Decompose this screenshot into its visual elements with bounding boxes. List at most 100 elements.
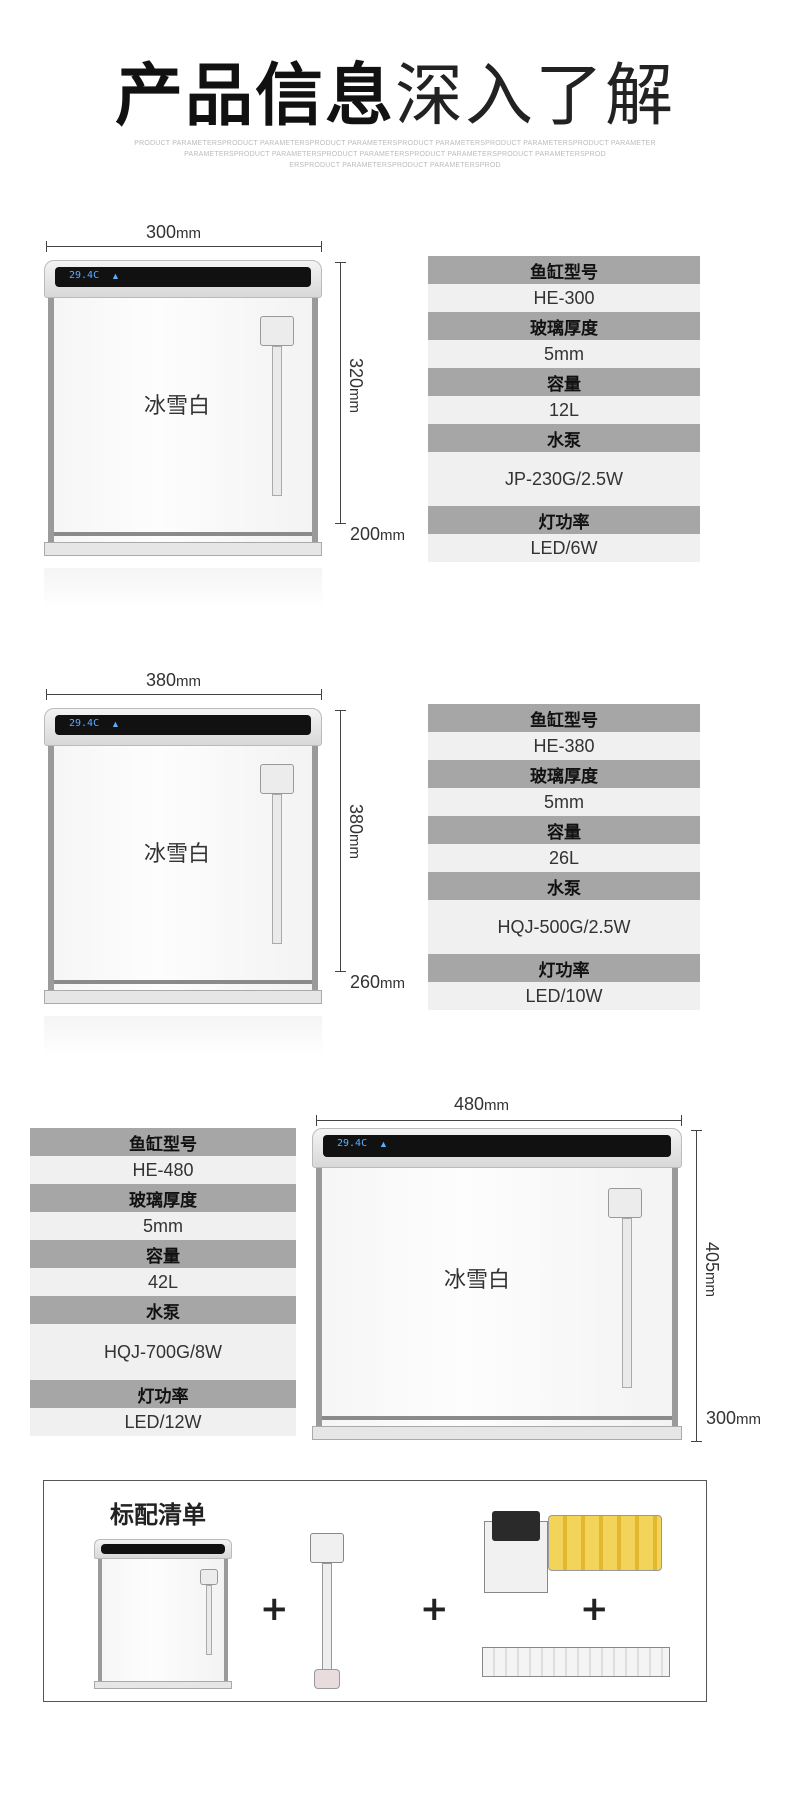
spec-label: 容量	[30, 1240, 296, 1268]
spec-value: HQJ-500G/2.5W	[428, 900, 700, 954]
tank-reflection	[44, 1016, 322, 1056]
title-light: 深入了解	[395, 57, 676, 136]
tank-lid: 29.4C ▲	[312, 1128, 682, 1168]
pump-head	[260, 764, 294, 794]
lid-display: 29.4C ▲	[55, 267, 311, 287]
tank-base	[312, 1426, 682, 1440]
tank-base	[44, 990, 322, 1004]
pump-suction	[314, 1669, 340, 1689]
pump-pipe	[206, 1585, 212, 1655]
height-dimension-label: 320mm	[346, 358, 366, 414]
subtitle-line-2: PARAMETERSPRODUCT PARAMETERSPRODUCT PARA…	[184, 151, 606, 158]
tank-bottom-frame	[322, 1416, 672, 1420]
spec-label: 玻璃厚度	[428, 312, 700, 340]
title-bold: 产品信息	[114, 57, 395, 136]
height-dimension-line	[335, 262, 346, 524]
spec-value: 5mm	[30, 1212, 296, 1240]
package-list-title: 标配清单	[110, 1501, 206, 1529]
spec-label: 灯功率	[30, 1380, 296, 1408]
aquarium-tank-image: 29.4C ▲ 冰雪白	[44, 260, 322, 608]
spec-value: LED/12W	[30, 1408, 296, 1436]
width-dimension-line	[46, 689, 322, 700]
spec-value: 5mm	[428, 788, 700, 816]
depth-dimension-label: 260mm	[350, 972, 406, 992]
plus-sign: +	[420, 1589, 449, 1629]
width-dimension-label: 380mm	[146, 670, 202, 690]
pump-pipe	[622, 1218, 632, 1388]
pump-head	[260, 316, 294, 346]
spec-table: 鱼缸型号 HE-300 玻璃厚度 5mm 容量 12L 水泵 JP-230G/2…	[428, 256, 700, 562]
tank-reflection	[44, 568, 322, 608]
lid-display	[101, 1544, 225, 1554]
pump-pipe	[272, 346, 282, 496]
pump-pipe	[272, 794, 282, 944]
spec-label: 容量	[428, 816, 700, 844]
spec-label: 水泵	[428, 424, 700, 452]
plus-sign: +	[260, 1589, 289, 1629]
spec-label: 水泵	[428, 872, 700, 900]
lid-display: 29.4C ▲	[55, 715, 311, 735]
spec-label: 鱼缸型号	[428, 704, 700, 732]
tank-lid: 29.4C ▲	[44, 708, 322, 746]
tank-base	[94, 1681, 232, 1689]
spec-label: 灯功率	[428, 506, 700, 534]
tank-base	[44, 542, 322, 556]
aquarium-tank-image: 29.4C ▲ 冰雪白	[312, 1128, 682, 1440]
tank-lid	[94, 1539, 232, 1559]
temperature-readout: 29.4C	[69, 718, 100, 729]
spec-value: LED/10W	[428, 982, 700, 1010]
spec-value: 5mm	[428, 340, 700, 368]
aquarium-tank-image: 29.4C ▲ 冰雪白	[44, 708, 322, 1056]
height-dimension-line	[691, 1130, 702, 1442]
depth-dimension-label: 200mm	[350, 524, 406, 544]
color-name: 冰雪白	[144, 394, 211, 419]
spec-value: 26L	[428, 844, 700, 872]
package-led-light-image	[482, 1647, 670, 1677]
spec-value: 42L	[30, 1268, 296, 1296]
package-filter-image	[484, 1511, 664, 1593]
pump-head	[608, 1188, 642, 1218]
water-drop-icon: ▲	[111, 719, 120, 729]
spec-value: HQJ-700G/8W	[30, 1324, 296, 1380]
color-name: 冰雪白	[144, 842, 211, 867]
temperature-readout: 29.4C	[69, 270, 100, 281]
height-dimension-label: 380mm	[346, 804, 366, 860]
spec-label: 容量	[428, 368, 700, 396]
depth-dimension-label: 300mm	[706, 1408, 762, 1428]
spec-label: 水泵	[30, 1296, 296, 1324]
width-dimension-label: 300mm	[146, 222, 202, 242]
page-title: 产品信息深入了解	[0, 40, 790, 139]
color-name: 冰雪白	[444, 1268, 511, 1293]
width-dimension-label: 480mm	[454, 1094, 510, 1114]
water-drop-icon: ▲	[111, 271, 120, 281]
filter-lid	[492, 1511, 540, 1541]
spec-label: 玻璃厚度	[30, 1184, 296, 1212]
spec-value: 12L	[428, 396, 700, 424]
water-drop-icon: ▲	[379, 1139, 388, 1149]
filter-media	[548, 1515, 662, 1571]
spec-table: 鱼缸型号 HE-380 玻璃厚度 5mm 容量 26L 水泵 HQJ-500G/…	[428, 704, 700, 1010]
package-tank-image	[94, 1539, 232, 1689]
subtitle-line-1: PRODUCT PARAMETERSPRODUCT PARAMETERSPROD…	[134, 140, 656, 147]
lid-display: 29.4C ▲	[323, 1135, 671, 1157]
package-list-box: 标配清单 + + +	[43, 1480, 707, 1702]
subtitle-line-3: ERSPRODUCT PARAMETERSPRODUCT PARAMETERSP…	[289, 162, 501, 169]
spec-table: 鱼缸型号 HE-480 玻璃厚度 5mm 容量 42L 水泵 HQJ-700G/…	[30, 1128, 296, 1436]
height-dimension-label: 405mm	[702, 1242, 722, 1298]
temperature-readout: 29.4C	[337, 1138, 368, 1149]
spec-label: 玻璃厚度	[428, 760, 700, 788]
width-dimension-line	[316, 1115, 682, 1126]
spec-value: HE-480	[30, 1156, 296, 1184]
pump-head	[200, 1569, 218, 1585]
pump-pipe	[322, 1563, 332, 1673]
spec-label: 鱼缸型号	[428, 256, 700, 284]
width-dimension-line	[46, 241, 322, 252]
spec-value: LED/6W	[428, 534, 700, 562]
height-dimension-line	[335, 710, 346, 972]
spec-label: 灯功率	[428, 954, 700, 982]
spec-value: JP-230G/2.5W	[428, 452, 700, 506]
plus-sign: +	[580, 1589, 609, 1629]
spec-label: 鱼缸型号	[30, 1128, 296, 1156]
tank-bottom-frame	[54, 980, 312, 984]
tank-bottom-frame	[54, 532, 312, 536]
